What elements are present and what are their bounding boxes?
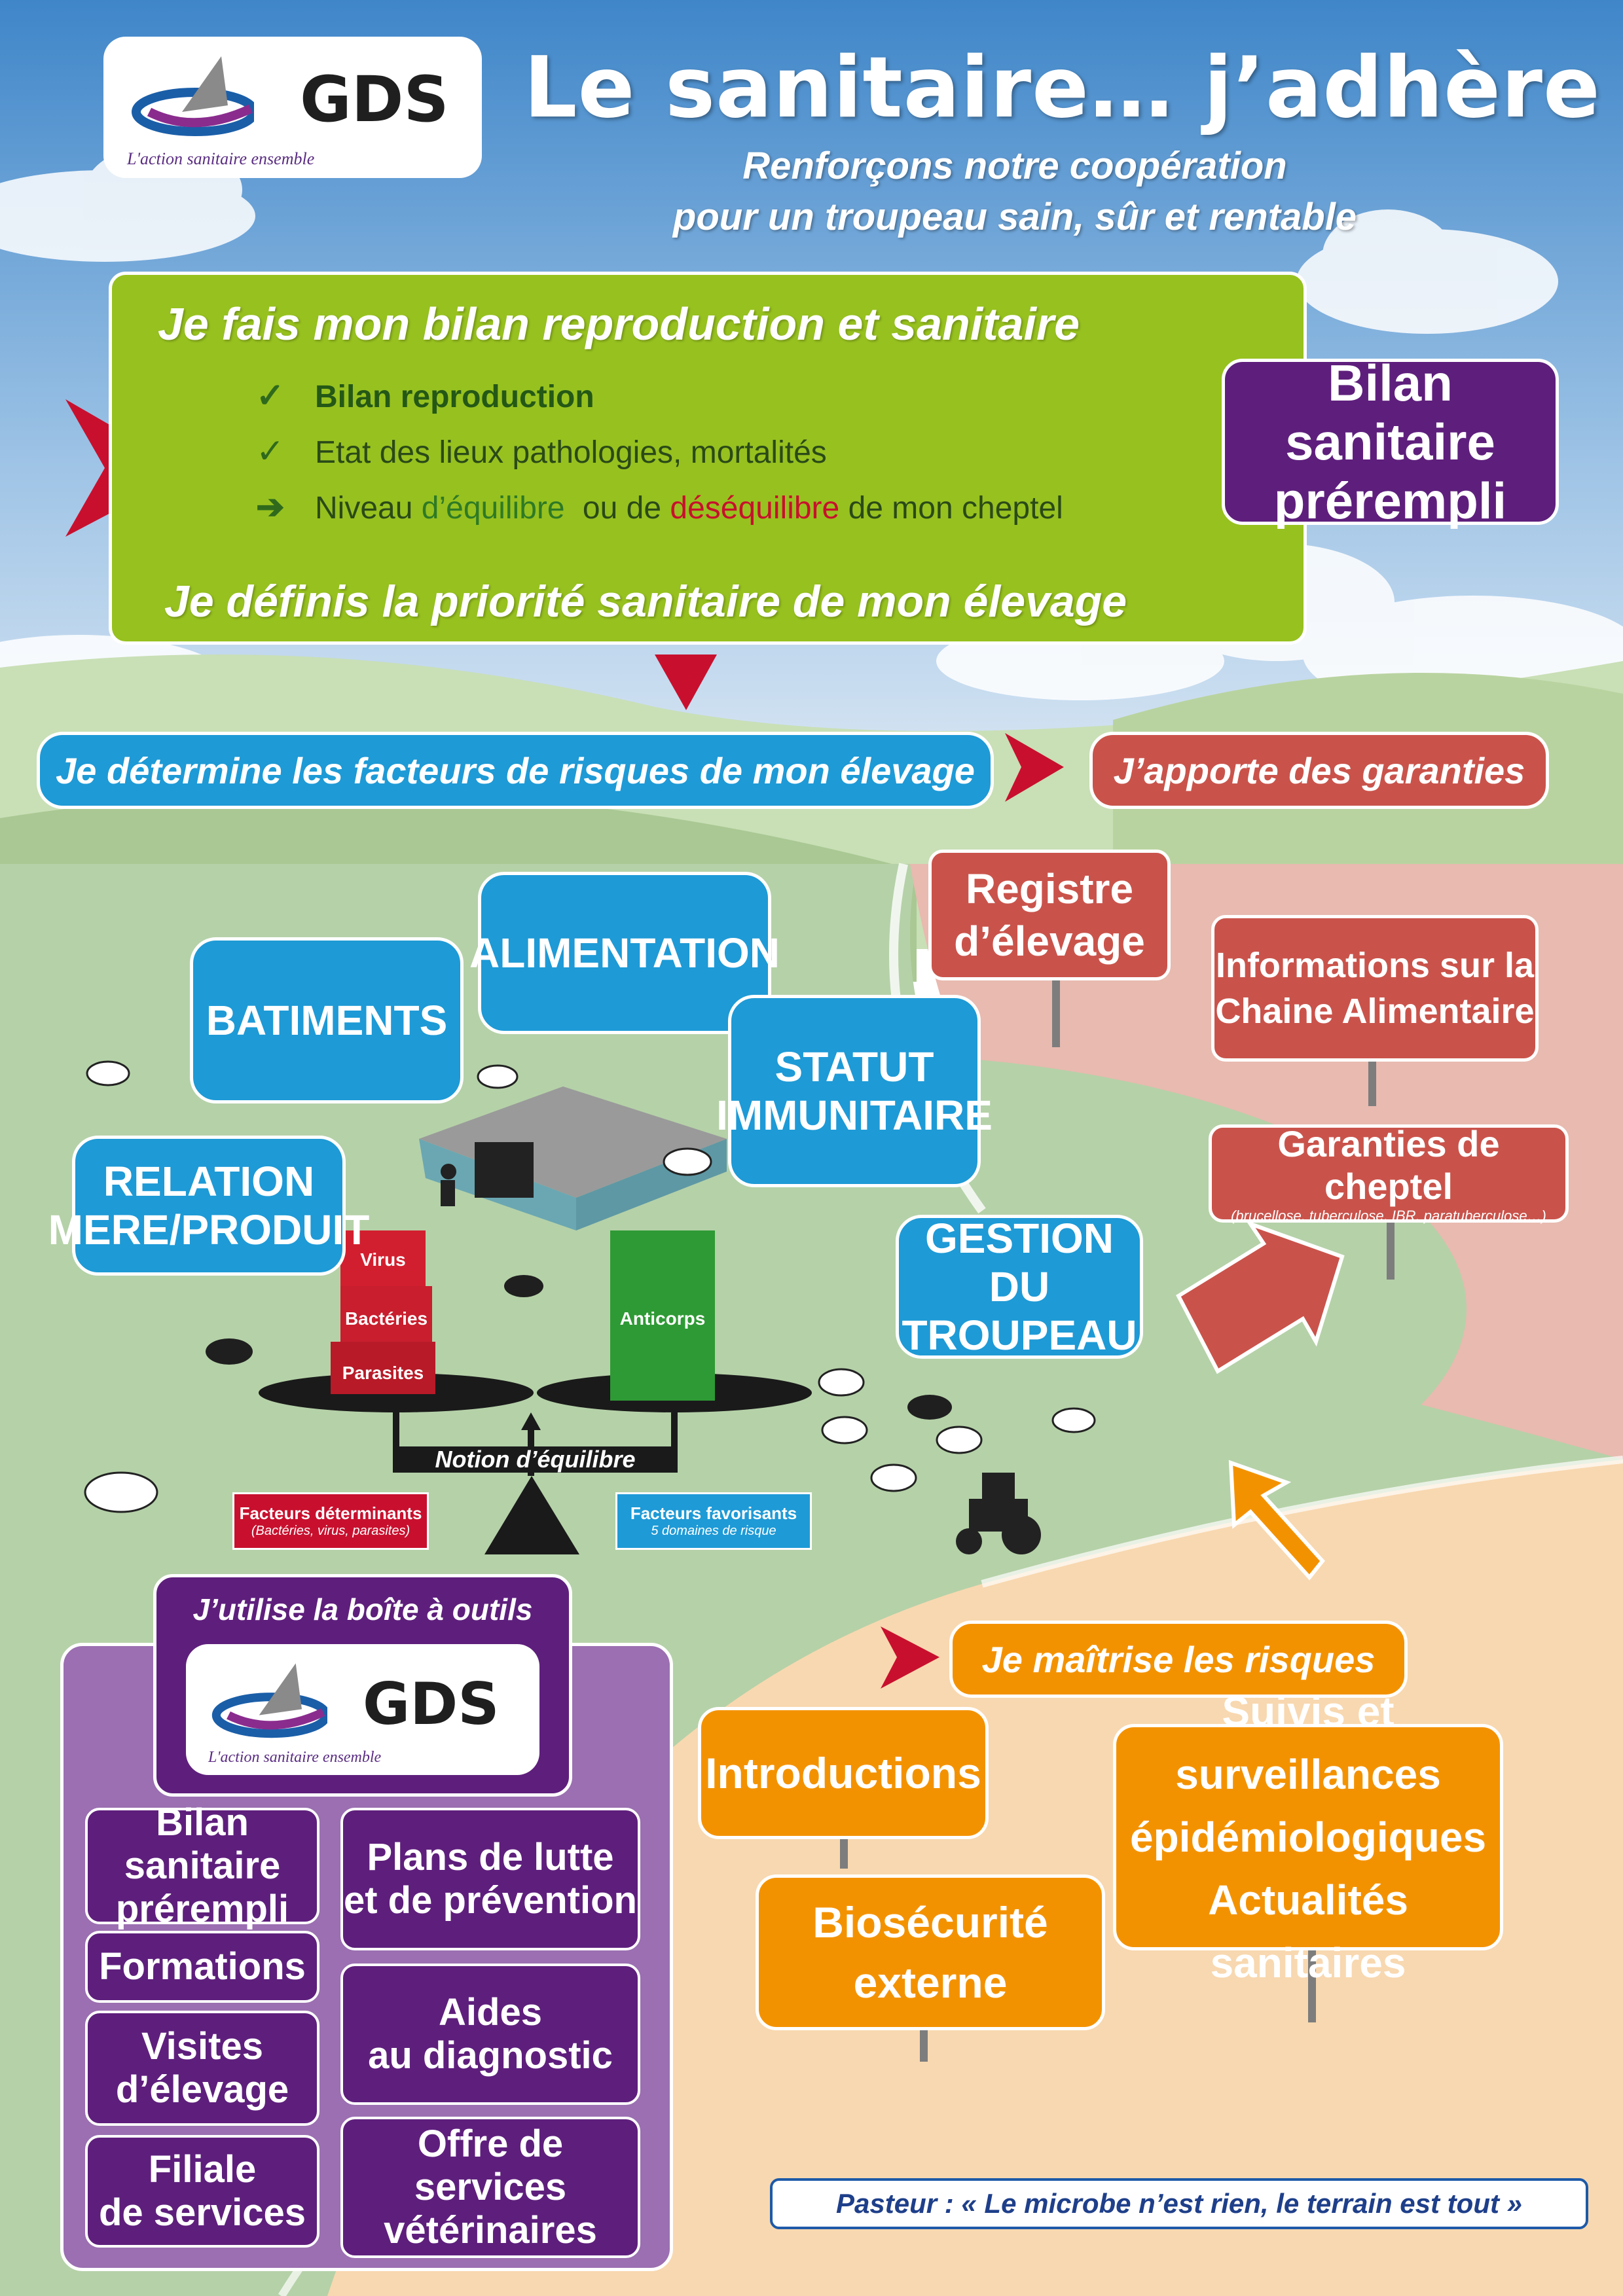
- page-subtitle: Renforçons notre coopération pour un tro…: [524, 141, 1506, 243]
- tool-plans-lutte[interactable]: Plans de lutte et de prévention: [340, 1808, 640, 1950]
- subtitle-line-1: Renforçons notre coopération: [742, 145, 1287, 187]
- sign-post: [1387, 1217, 1395, 1280]
- gds-logo-top: GDS L'action sanitaire ensemble: [103, 37, 482, 178]
- bubble-gestion-troupeau: GESTION DU TROUPEAU: [896, 1215, 1143, 1359]
- bilan-box: Je fais mon bilan reproduction et sanita…: [109, 272, 1307, 645]
- bilan-item-1: ✓Bilan reproduction: [256, 377, 594, 415]
- pathogen-stack: [331, 1230, 435, 1394]
- risk-factors-banner: Je détermine les facteurs de risques de …: [37, 732, 994, 809]
- sign-biosecurite: Biosécurité externe: [756, 1874, 1105, 2030]
- check-icon: ✓: [256, 377, 285, 415]
- gds-swoosh-icon: [132, 56, 254, 136]
- arrow-guarantees: [1176, 1220, 1345, 1374]
- balance-label-parasites: Parasites: [342, 1363, 424, 1383]
- sign-post: [1052, 975, 1060, 1047]
- arrow-risk-control: [1228, 1460, 1325, 1581]
- guarantees-banner: J’apporte des garanties: [1089, 732, 1549, 809]
- bubble-statut-immunitaire: STATUT IMMUNITAIRE: [716, 995, 993, 1187]
- toolbox-header: J’utilise la boîte à outils GDS L'action…: [153, 1574, 572, 1797]
- bilan-prefilled-badge: Bilan sanitaire prérempli: [1222, 354, 1559, 529]
- sign-registre-elevage: Registre d’élevage: [928, 850, 1171, 980]
- toolbox-heading: J’utilise la boîte à outils: [192, 1592, 533, 1626]
- gds-logo-text: GDS: [300, 63, 449, 136]
- arrow-to-risk-control: [881, 1626, 939, 1689]
- tractor-illustration: [956, 1473, 1041, 1554]
- tool-filiale-services[interactable]: Filiale de services: [85, 2135, 319, 2248]
- arrow-right-icon: ➔: [256, 488, 285, 526]
- balance-caption: Notion d’équilibre: [435, 1446, 636, 1473]
- gds-logo-text: GDS: [363, 1670, 500, 1738]
- bilan-conclusion: Je définis la priorité sanitaire de mon …: [164, 577, 1127, 626]
- bubble-batiments: BATIMENTS: [190, 937, 464, 1103]
- sign-info-chaine-alimentaire: Informations sur la Chaine Alimentaire: [1211, 915, 1539, 1062]
- page-title: Le sanitaire… j’adhère: [524, 39, 1601, 137]
- bubble-alimentation: ALIMENTATION: [469, 872, 780, 1034]
- balance-label-virus: Virus: [360, 1249, 406, 1270]
- sign-suivis-surveillances: Suivis et surveillances épidémiologiques…: [1113, 1688, 1503, 1986]
- bubble-relation-mere-produit: RELATION MERE/PRODUIT: [48, 1136, 369, 1276]
- antibody-block: [610, 1230, 715, 1401]
- tool-visites-elevage[interactable]: Visites d’élevage: [85, 2011, 319, 2126]
- sign-post: [840, 1829, 848, 1869]
- cattle-illustrations: [84, 1060, 1096, 1513]
- gds-logo-tagline: L'action sanitaire ensemble: [208, 1749, 382, 1766]
- balance-label-anticorps: Anticorps: [619, 1308, 706, 1329]
- balance-fulcrum: [484, 1476, 579, 1554]
- subtitle-line-2: pour un troupeau sain, sûr et rentable: [672, 196, 1357, 238]
- sign-garanties-cheptel: Garanties de cheptel (brucellose, tuberc…: [1209, 1123, 1569, 1224]
- pasteur-quote: Pasteur : « Le microbe n’est rien, le te…: [770, 2178, 1588, 2229]
- arrow-down-to-risks: [655, 655, 717, 710]
- bilan-item-2: ✓Etat des lieux pathologies, mortalités: [256, 433, 827, 471]
- sign-post: [1368, 1054, 1376, 1106]
- sign-introductions: Introductions: [698, 1707, 989, 1839]
- tool-bilan-sanitaire[interactable]: Bilan sanitaire prérempli: [85, 1801, 319, 1930]
- gds-swoosh-icon: [211, 1663, 327, 1738]
- bilan-item-3: ➔Niveau d’équilibre ou de déséquilibre d…: [256, 488, 1063, 526]
- sign-post: [920, 2022, 928, 2062]
- tool-formations[interactable]: Formations: [85, 1931, 319, 2003]
- risk-control-banner: Je maîtrise les risques: [949, 1621, 1408, 1698]
- tool-aides-diagnostic[interactable]: Aides au diagnostic: [340, 1964, 640, 2105]
- check-icon: ✓: [256, 433, 285, 471]
- gds-logo-toolbox: GDS L'action sanitaire ensemble: [186, 1644, 539, 1775]
- tool-offre-veterinaires[interactable]: Offre de services vétérinaires: [340, 2117, 640, 2258]
- arrow-to-guarantees: [1005, 733, 1064, 802]
- gds-logo-tagline: L'action sanitaire ensemble: [127, 149, 315, 168]
- sign-post: [1308, 1937, 1316, 2022]
- bilan-heading: Je fais mon bilan reproduction et sanita…: [158, 298, 1080, 350]
- legend-determinants: Facteurs déterminants (Bactéries, virus,…: [232, 1492, 429, 1550]
- legend-favorisants: Facteurs favorisants 5 domaines de risqu…: [615, 1492, 812, 1550]
- balance-label-bacteries: Bactéries: [344, 1308, 428, 1329]
- farmer-illustration: [441, 1164, 456, 1206]
